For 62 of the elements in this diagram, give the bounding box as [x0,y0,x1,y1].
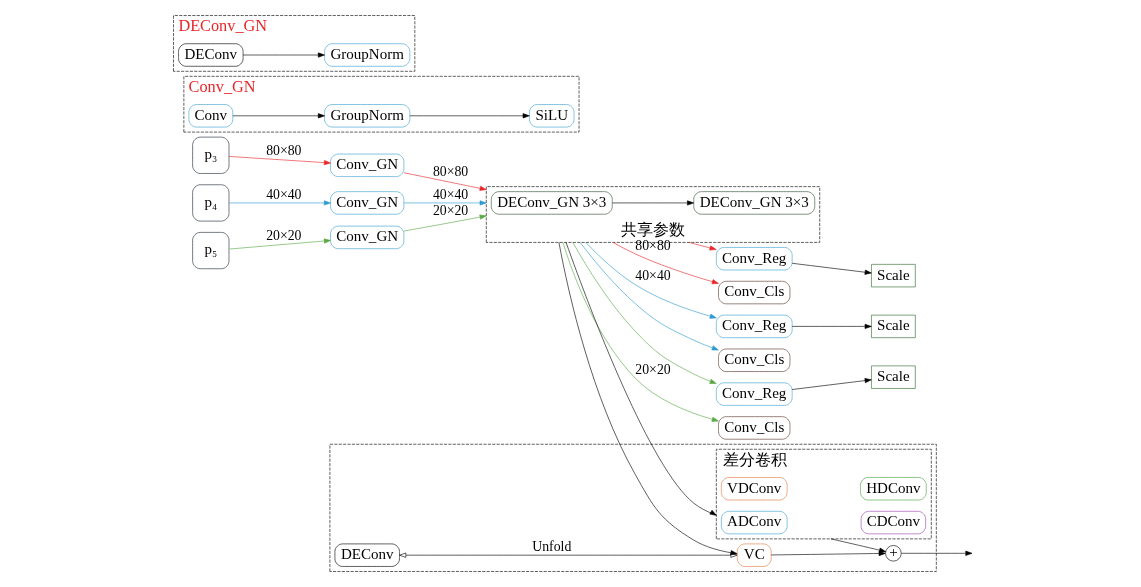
edge-label: 80×80 [266,143,302,159]
edge-label: 20×20 [635,361,671,377]
arrow [585,242,717,319]
node-box: SiLU [529,104,575,128]
arrow [403,214,487,232]
node-box: Conv_Cls [718,348,791,372]
node-box: Conv_GN [330,191,405,215]
arrow [770,551,886,556]
node-box: VDConv [721,477,788,501]
arrow [579,242,719,351]
arrow [403,172,487,191]
node-box: Conv_GN [330,225,405,249]
arrow [403,200,487,206]
node-box: Conv_Reg [716,314,793,338]
node-box: ADConv [721,511,788,535]
arrow [830,538,887,553]
node-box: Scale [871,314,916,338]
arrow [228,238,331,250]
arrow [901,550,973,556]
node-box: p₃ [192,136,230,174]
arrow [242,52,325,58]
edge-label: 40×40 [432,186,469,202]
node-box: Conv [188,104,234,128]
node-box: DEConv [334,543,400,567]
arrow [562,242,719,422]
node-box: DEConv_GN 3×3 [491,191,613,215]
arrow [228,156,331,166]
node-box: Conv_GN [330,153,405,177]
arrow [565,242,717,516]
arrow [572,242,717,384]
edge-label: Unfold [532,539,572,555]
arrow [612,242,719,285]
cluster [329,443,937,572]
node-box: GroupNorm [324,43,411,67]
arrow [791,378,872,390]
node-box: p₄ [192,184,230,222]
edge-label: 20×20 [266,227,302,243]
node-box: Conv_Reg [716,382,793,406]
node-box: p₅ [192,232,230,270]
node-box: VC [737,543,772,567]
edge-label: 40×40 [266,186,302,202]
arrow [612,200,694,206]
arrow [409,113,530,119]
node-box: DEConv [178,43,244,67]
arrow [232,113,325,119]
node-box: HDConv [860,477,927,501]
node-circle: + [885,545,902,562]
edge-label: 40×40 [635,268,671,284]
node-box: Conv_Cls [718,280,791,305]
arrow [228,200,331,206]
edge-label: 20×20 [432,203,469,219]
node-box: GroupNorm [324,104,411,128]
arrow [688,242,717,251]
edge-label: 80×80 [432,163,469,179]
node-box: DEConv_GN 3×3 [693,191,816,215]
arrow [791,263,872,275]
node-box: Scale [871,365,916,389]
node-box: Scale [871,264,916,288]
node-box: Conv_Reg [716,247,793,271]
node-box: CDConv [860,511,926,535]
node-box: Conv_Cls [718,416,791,440]
arrow [791,323,872,329]
